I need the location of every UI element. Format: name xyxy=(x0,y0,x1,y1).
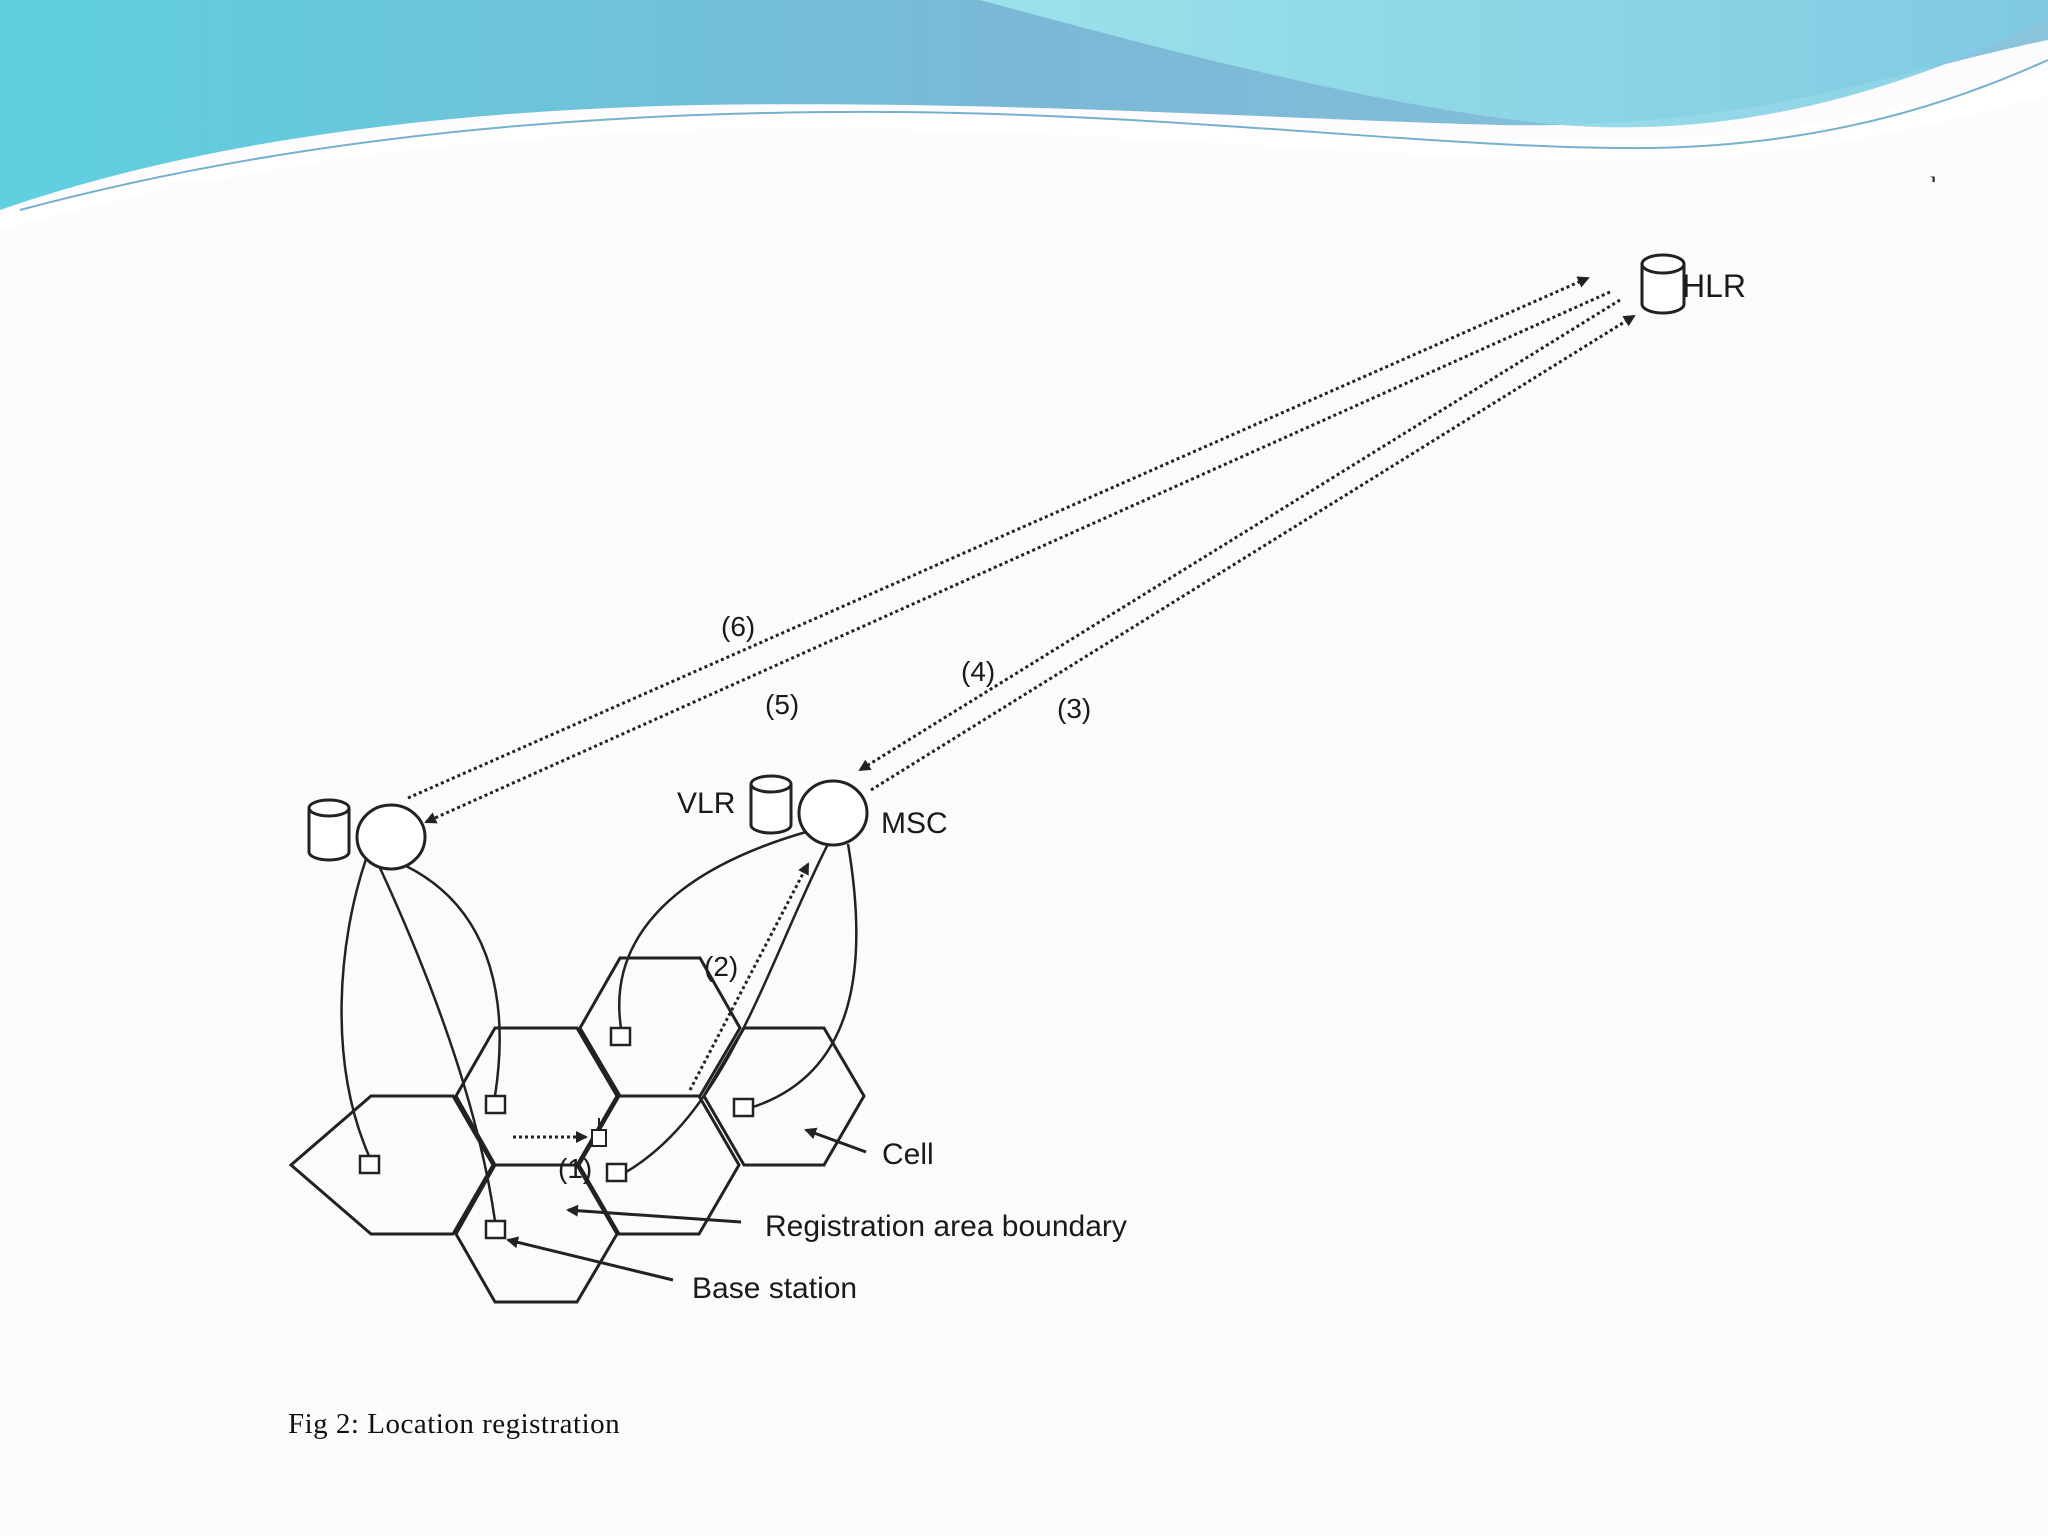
base-station-mid-left xyxy=(484,1094,507,1115)
figure-caption: Fig 2: Location registration xyxy=(288,1408,621,1440)
hlr-database-icon xyxy=(1640,253,1686,315)
msc-links xyxy=(340,830,858,1222)
cell-callout-label: Cell xyxy=(882,1138,934,1171)
link-right-msc-to-top-bs xyxy=(618,830,807,1029)
vlr-right-icon xyxy=(749,774,793,835)
base-stations xyxy=(358,1026,755,1240)
link-right-msc-to-right-bs xyxy=(752,843,858,1109)
step-2-label: (2) xyxy=(704,951,738,982)
step-1-label: (1) xyxy=(558,1153,592,1184)
msc-label: MSC xyxy=(881,807,948,840)
arrow-step-5 xyxy=(424,290,1611,824)
callout-cell-arrow xyxy=(804,1127,867,1154)
banner-wave-light xyxy=(980,0,2048,128)
arrow-step-4 xyxy=(858,298,1621,772)
step-3-label: (3) xyxy=(1057,693,1091,724)
signal-arrows xyxy=(407,276,1636,1143)
msc-right xyxy=(797,779,869,847)
step-4-label: (4) xyxy=(961,656,995,687)
hlr-label: HLR xyxy=(1682,268,1746,304)
msc-left xyxy=(355,803,427,871)
step-5-label: (5) xyxy=(765,689,799,720)
link-left-msc-to-bottom-bs xyxy=(378,867,497,1222)
link-left-msc-to-left-bs xyxy=(340,858,371,1157)
vlr-left-icon xyxy=(307,798,351,862)
msc-right-group xyxy=(749,774,869,847)
arrow-step-3 xyxy=(870,314,1636,792)
location-registration-diagram: HLR VLR MSC (1) (2) (3) (4) (5) (6) Cell… xyxy=(288,253,1746,1305)
base-station-left xyxy=(358,1154,381,1175)
figure-panel: HLR VLR MSC (1) (2) (3) (4) (5) (6) Cell… xyxy=(168,182,1970,1468)
base-station-right xyxy=(732,1097,755,1118)
base-station-top xyxy=(609,1026,632,1047)
cell-grid xyxy=(288,956,866,1304)
hex-cell-left xyxy=(288,1094,495,1236)
mobile-terminal xyxy=(591,1118,607,1147)
link-right-msc-to-center-bs xyxy=(625,843,830,1174)
arrow-step-2 xyxy=(688,862,810,1091)
callout-arrows xyxy=(506,1127,867,1282)
registration-area-boundary-label: Registration area boundary xyxy=(765,1210,1127,1243)
base-station-center xyxy=(605,1162,628,1183)
callout-boundary-arrow xyxy=(566,1204,742,1224)
arrow-step-6 xyxy=(407,276,1590,800)
step-6-label: (6) xyxy=(721,611,755,642)
hex-cell-bottom xyxy=(454,1163,619,1304)
vlr-label: VLR xyxy=(677,787,735,820)
banner-line xyxy=(19,59,2048,211)
base-station-callout-label: Base station xyxy=(692,1272,857,1305)
banner-wave-white xyxy=(0,70,2048,230)
msc-left-group xyxy=(307,798,427,871)
link-left-msc-to-midleft-bs xyxy=(405,864,501,1097)
hex-cell-center xyxy=(577,1094,741,1236)
base-station-bottom xyxy=(484,1219,507,1240)
callout-base-station-arrow xyxy=(506,1236,674,1282)
decorative-banner xyxy=(0,0,2048,230)
